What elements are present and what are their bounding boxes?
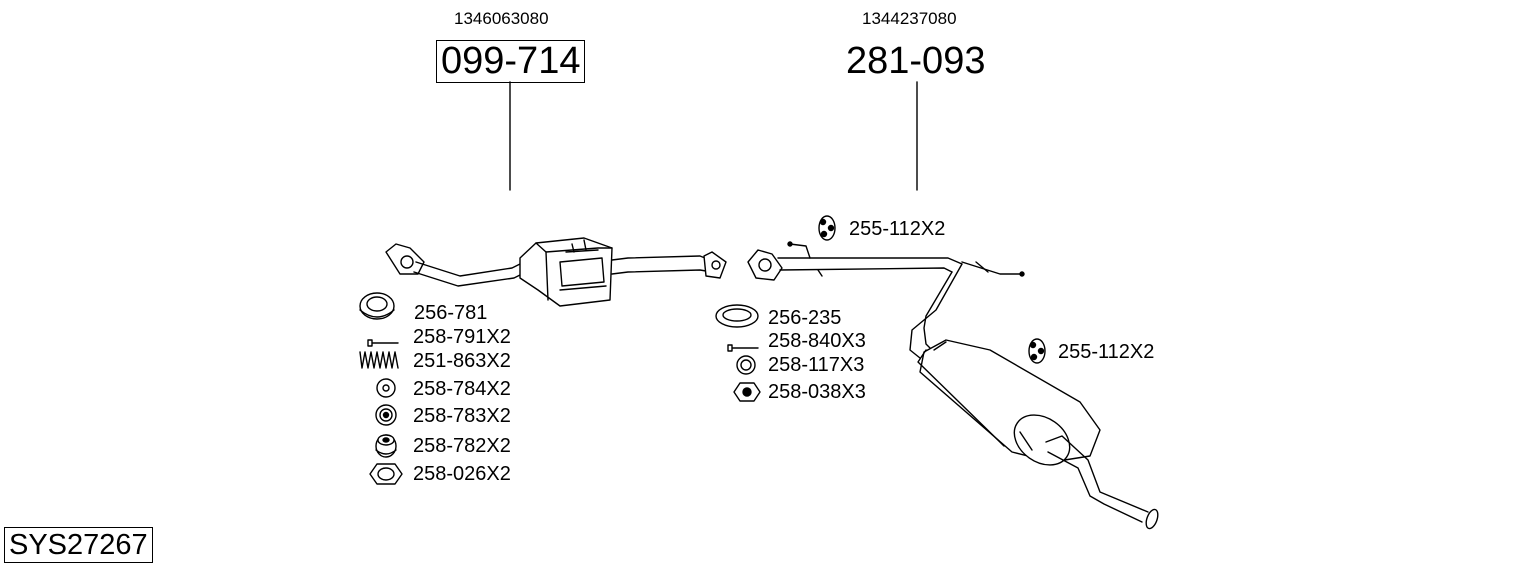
spring-icon <box>359 351 399 369</box>
hex-nut-icon <box>733 382 761 402</box>
rear-part-oem: 1344237080 <box>862 9 957 28</box>
front-fitting-label: 258-791X2 <box>413 326 511 348</box>
front-part-number[interactable]: 099-714 <box>436 40 586 83</box>
front-fitting-label: 258-026X2 <box>413 463 511 485</box>
rubber-hanger-icon <box>818 215 836 241</box>
front-part-oem: 1346063080 <box>454 9 549 28</box>
hanger-label: 255-112X2 <box>849 218 946 240</box>
front-fitting-label: 258-783X2 <box>413 405 511 427</box>
hex-nut-icon <box>369 463 403 485</box>
rear-fitting-label: 258-117X3 <box>768 354 865 376</box>
bush-icon <box>375 434 397 458</box>
front-fitting-label: 258-782X2 <box>413 435 511 457</box>
front-fitting-label: 251-863X2 <box>413 350 511 372</box>
rubber-hanger-icon <box>1028 338 1046 364</box>
rear-fitting-label: 258-038X3 <box>768 381 866 403</box>
hanger-label: 255-112X2 <box>1058 341 1155 363</box>
rear-silencer-icon[interactable] <box>747 241 1160 530</box>
thick-washer-icon <box>375 404 397 426</box>
rear-fitting-label: 258-840X3 <box>768 330 866 352</box>
rear-part-number[interactable]: 281-093 <box>846 40 986 82</box>
washer-icon <box>376 378 396 398</box>
bolt-icon <box>727 344 759 352</box>
front-fitting-label: 258-784X2 <box>413 378 511 400</box>
gasket-ring-icon <box>715 304 759 328</box>
washer-icon <box>736 355 756 375</box>
rear-fitting-label: 256-235 <box>768 307 842 329</box>
front-fitting-label: 256-781 <box>414 302 488 324</box>
gasket-ring-icon <box>359 292 395 320</box>
system-code: SYS27267 <box>4 527 153 563</box>
bolt-icon <box>367 339 399 347</box>
catalytic-converter-icon[interactable] <box>385 237 727 307</box>
